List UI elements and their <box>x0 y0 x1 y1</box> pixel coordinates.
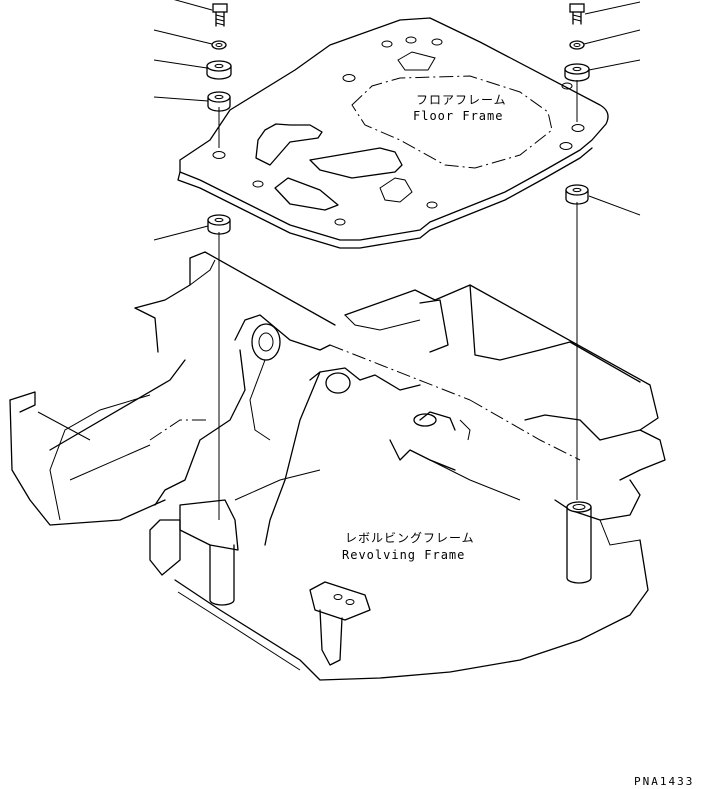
floor-frame-label-en: Floor Frame <box>413 109 503 123</box>
left-washer <box>153 29 227 50</box>
right-washer <box>569 29 641 50</box>
left-lower-spacer <box>153 214 231 241</box>
left-cushion <box>153 59 232 80</box>
drawing-code: PNA1433 <box>634 775 694 788</box>
floor-frame-label: フロアフレーム Floor Frame <box>413 93 507 123</box>
revolving-frame-label-en: Revolving Frame <box>342 548 465 562</box>
revolving-frame-label: レボルビングフレーム Revolving Frame <box>342 531 475 562</box>
revolving-frame <box>9 251 666 681</box>
floor-frame-label-jp: フロアフレーム <box>416 93 507 107</box>
right-bolt <box>569 1 641 25</box>
revolving-frame-label-jp: レボルビングフレーム <box>345 531 475 545</box>
right-cushion <box>564 59 641 82</box>
left-spacer <box>153 91 231 112</box>
left-bolt <box>173 0 228 27</box>
floor-frame <box>177 17 609 249</box>
